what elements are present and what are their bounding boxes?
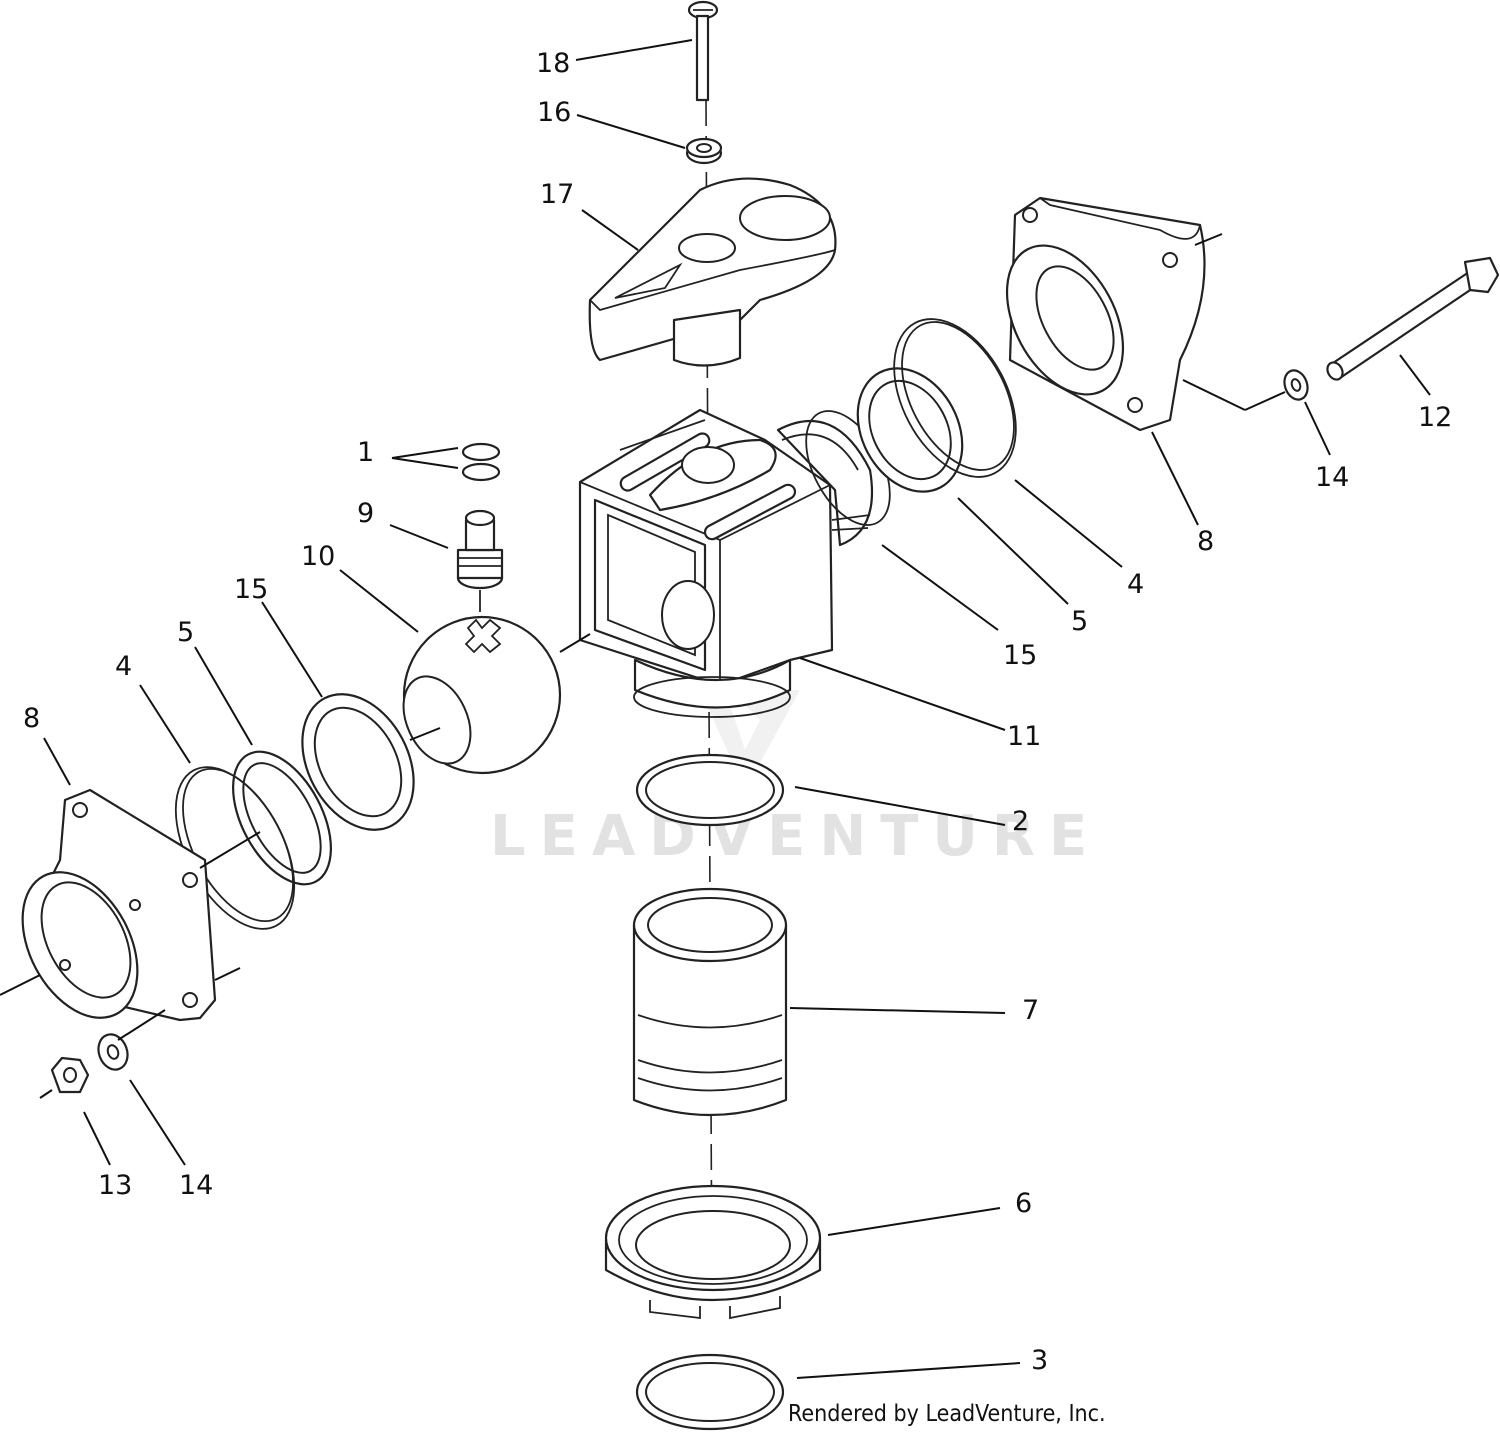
part-18-screw bbox=[687, 0, 719, 102]
watermark-text: LEADVENTURE bbox=[490, 804, 1101, 869]
part-16-nut bbox=[685, 137, 723, 165]
part-14-left-washer bbox=[97, 1009, 166, 1071]
callout-14-left: 14 bbox=[179, 1170, 213, 1201]
part-9-stem bbox=[456, 509, 504, 612]
callout-6: 6 bbox=[1015, 1188, 1032, 1219]
part-8-left-end-cap bbox=[0, 788, 241, 1022]
part-4-right-oring bbox=[893, 318, 1017, 478]
callout-labels: 18 16 17 12 14 8 4 5 15 11 1 9 10 15 5 4… bbox=[23, 48, 1452, 1376]
callout-11: 11 bbox=[1007, 721, 1041, 752]
callout-3: 3 bbox=[1031, 1345, 1048, 1376]
callout-4-left: 4 bbox=[115, 651, 132, 682]
part-5-left-seal bbox=[232, 750, 332, 886]
callout-12: 12 bbox=[1418, 402, 1452, 433]
part-13-nut bbox=[39, 1056, 90, 1099]
callout-9: 9 bbox=[357, 498, 374, 529]
render-credit: Rendered by LeadVenture, Inc. bbox=[788, 1401, 1106, 1427]
part-3-oring bbox=[635, 1353, 785, 1431]
callout-7: 7 bbox=[1022, 995, 1039, 1026]
part-15-left-seat bbox=[301, 693, 415, 831]
part-6-union-nut bbox=[604, 1184, 822, 1320]
leader-lines bbox=[43, 39, 1431, 1379]
part-12-bolt bbox=[1326, 256, 1500, 381]
callout-2: 2 bbox=[1012, 806, 1029, 837]
callout-14-right: 14 bbox=[1315, 462, 1349, 493]
callout-5-right: 5 bbox=[1071, 606, 1088, 637]
part-7-sleeve bbox=[632, 887, 788, 1117]
callout-10: 10 bbox=[301, 541, 335, 572]
callout-5-left: 5 bbox=[177, 617, 194, 648]
callout-8-right: 8 bbox=[1197, 526, 1214, 557]
callout-4-right: 4 bbox=[1127, 569, 1144, 600]
part-5-right-seal bbox=[856, 367, 964, 493]
callout-17: 17 bbox=[540, 179, 574, 210]
part-17-handle bbox=[588, 177, 837, 367]
horizontal-axis-line bbox=[559, 633, 591, 653]
callout-13: 13 bbox=[98, 1170, 132, 1201]
part-10-ball bbox=[402, 615, 562, 775]
callout-16: 16 bbox=[537, 97, 571, 128]
part-11-valve-body bbox=[578, 408, 874, 718]
part-2-oring bbox=[635, 753, 785, 827]
callout-15-left: 15 bbox=[234, 574, 268, 605]
callout-18: 18 bbox=[536, 48, 570, 79]
callout-15-right: 15 bbox=[1003, 640, 1037, 671]
part-1-orings bbox=[461, 442, 501, 482]
callout-8-left: 8 bbox=[23, 703, 40, 734]
callout-1: 1 bbox=[357, 437, 374, 468]
part-14-right-washer bbox=[1244, 369, 1309, 411]
part-8-right-end-cap bbox=[1005, 196, 1246, 432]
